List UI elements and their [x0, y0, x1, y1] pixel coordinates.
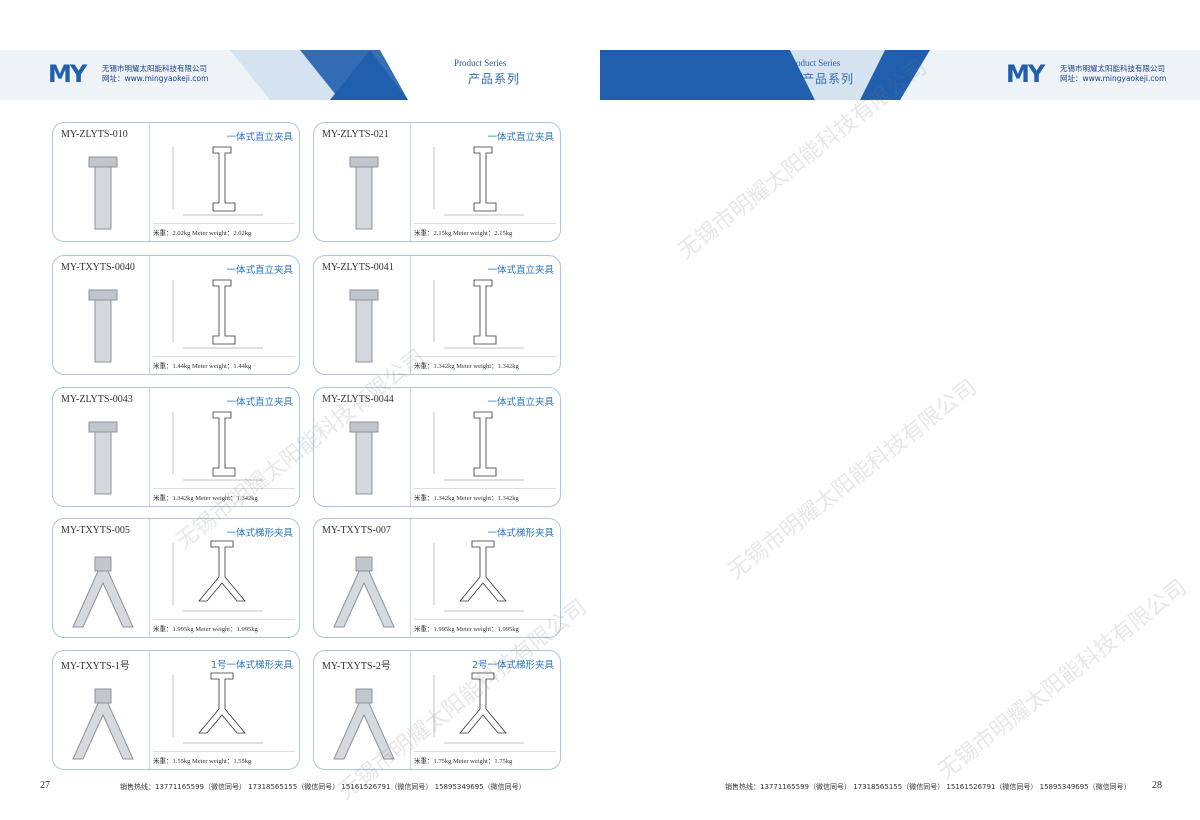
meter-weight: 米重：1.55kg Meter weight：1.55kg	[153, 751, 295, 765]
card-divider	[149, 651, 150, 769]
meter-weight: 米重：1.342kg Meter weight：1.342kg	[414, 356, 556, 370]
profile-drawing	[172, 279, 263, 349]
product-card: MY-TXYTS-1号 1号一体式梯形夹具米重：1.55kg Meter weig…	[52, 650, 300, 770]
meter-weight: 米重：1.995kg Meter weight：1.995kg	[153, 619, 295, 633]
product-card: MY-ZLYTS-021 一体式直立夹具米重：2.15kg Meter weigh…	[313, 122, 561, 242]
product-code: MY-ZLYTS-0041	[322, 262, 394, 273]
product-photo	[333, 688, 395, 760]
company-logo: MY 无锡市明耀太阳能科技有限公司 网址：www.mingyaokeji.com	[48, 60, 208, 88]
series-title: Product Series 产品系列	[454, 58, 520, 87]
card-divider	[149, 388, 150, 506]
card-divider	[410, 388, 411, 506]
meter-weight: 米重：2.15kg Meter weight：2.15kg	[414, 223, 556, 237]
product-code: MY-TXYTS-2号	[322, 661, 391, 672]
card-divider	[149, 519, 150, 637]
logo-mark: MY	[48, 60, 87, 88]
left-page: MY 无锡市明耀太阳能科技有限公司 网址：www.mingyaokeji.com…	[0, 50, 561, 791]
right-page: Product Series 产品系列 MY 无锡市明耀太阳能科技有限公司 网址…	[600, 0, 1200, 820]
product-card: MY-ZLYTS-0044 一体式直立夹具米重：1.342kg Meter wei…	[313, 387, 561, 507]
sales-hotline: 销售热线：13771165599（微信同号） 17318565155（微信同号）…	[120, 783, 526, 791]
header-band	[600, 50, 1200, 100]
product-card: MY-ZLYTS-0043 一体式直立夹具米重：1.342kg Meter wei…	[52, 387, 300, 507]
card-divider	[410, 256, 411, 374]
product-card: MY-TXYTS-007 一体式梯形夹具米重：1.995kg Meter weig…	[313, 518, 561, 638]
meter-weight: 米重：1.75kg Meter weight：1.75kg	[414, 751, 556, 765]
profile-drawing	[433, 672, 524, 744]
product-card: MY-TXYTS-0040 一体式直立夹具米重：1.44kg Meter weig…	[52, 255, 300, 375]
product-photo	[88, 156, 118, 230]
product-photo	[88, 289, 118, 363]
product-photo	[349, 289, 379, 363]
sales-hotline: 销售热线：13771165599（微信同号） 17318565155（微信同号）…	[725, 783, 1131, 791]
product-type: 一体式直立夹具	[487, 265, 554, 276]
product-photo	[72, 688, 134, 760]
meter-weight: 米重：1.342kg Meter weight：1.342kg	[153, 488, 295, 502]
product-photo	[349, 156, 379, 230]
product-type: 一体式梯形夹具	[487, 528, 554, 539]
product-code: MY-TXYTS-0040	[61, 262, 135, 273]
profile-drawing	[172, 672, 263, 744]
meter-weight: 米重：1.342kg Meter weight：1.342kg	[414, 488, 556, 502]
product-type: 2号一体式梯形夹具	[471, 660, 554, 671]
logo-mark: MY	[1006, 60, 1045, 88]
series-title: Product Series 产品系列	[788, 58, 854, 87]
product-code: MY-ZLYTS-0043	[61, 394, 133, 405]
profile-drawing	[433, 146, 524, 216]
product-photo	[88, 421, 118, 495]
meter-weight: 米重：1.44kg Meter weight：1.44kg	[153, 356, 295, 370]
header-band	[0, 50, 408, 100]
card-divider	[410, 519, 411, 637]
product-code: MY-TXYTS-007	[322, 525, 391, 536]
product-type: 一体式直立夹具	[226, 397, 293, 408]
profile-drawing	[433, 279, 524, 349]
product-card: MY-TXYTS-005 一体式梯形夹具米重：1.995kg Meter weig…	[52, 518, 300, 638]
product-card: MY-TXYTS-2号 2号一体式梯形夹具米重：1.75kg Meter weig…	[313, 650, 561, 770]
product-code: MY-ZLYTS-0044	[322, 394, 394, 405]
meter-weight: 米重：1.995kg Meter weight：1.995kg	[414, 619, 556, 633]
profile-drawing	[433, 540, 524, 612]
product-card: MY-ZLYTS-010 一体式直立夹具米重：2.02kg Meter weigh…	[52, 122, 300, 242]
company-website: 网址：www.mingyaokeji.com	[102, 74, 209, 83]
product-code: MY-ZLYTS-010	[61, 129, 128, 140]
product-photo	[333, 556, 395, 628]
product-card: MY-ZLYTS-0041 一体式直立夹具米重：1.342kg Meter wei…	[313, 255, 561, 375]
meter-weight: 米重：2.02kg Meter weight：2.02kg	[153, 223, 295, 237]
page-number: 28	[1152, 780, 1162, 791]
product-type: 1号一体式梯形夹具	[210, 660, 293, 671]
profile-drawing	[172, 411, 263, 481]
product-type: 一体式直立夹具	[487, 132, 554, 143]
product-code: MY-TXYTS-1号	[61, 661, 130, 672]
profile-drawing	[433, 411, 524, 481]
product-photo	[349, 421, 379, 495]
profile-drawing	[172, 540, 263, 612]
card-divider	[149, 123, 150, 241]
product-type: 一体式梯形夹具	[226, 528, 293, 539]
product-code: MY-ZLYTS-021	[322, 129, 389, 140]
card-divider	[149, 256, 150, 374]
series-title-en: Product Series	[454, 58, 507, 68]
series-title-en: Product Series	[788, 58, 841, 68]
company-website: 网址：www.mingyaokeji.com	[1060, 74, 1167, 83]
product-code: MY-TXYTS-005	[61, 525, 130, 536]
company-name: 无锡市明耀太阳能科技有限公司	[102, 64, 207, 73]
card-divider	[410, 123, 411, 241]
card-divider	[410, 651, 411, 769]
product-type: 一体式直立夹具	[487, 397, 554, 408]
product-photo	[72, 556, 134, 628]
profile-drawing	[172, 146, 263, 216]
product-type: 一体式直立夹具	[226, 132, 293, 143]
page-number: 27	[40, 780, 50, 791]
company-name: 无锡市明耀太阳能科技有限公司	[1060, 64, 1165, 73]
series-title-cn: 产品系列	[802, 72, 855, 86]
company-logo: MY 无锡市明耀太阳能科技有限公司 网址：www.mingyaokeji.com	[1006, 60, 1166, 88]
product-type: 一体式直立夹具	[226, 265, 293, 276]
series-title-cn: 产品系列	[468, 72, 521, 86]
